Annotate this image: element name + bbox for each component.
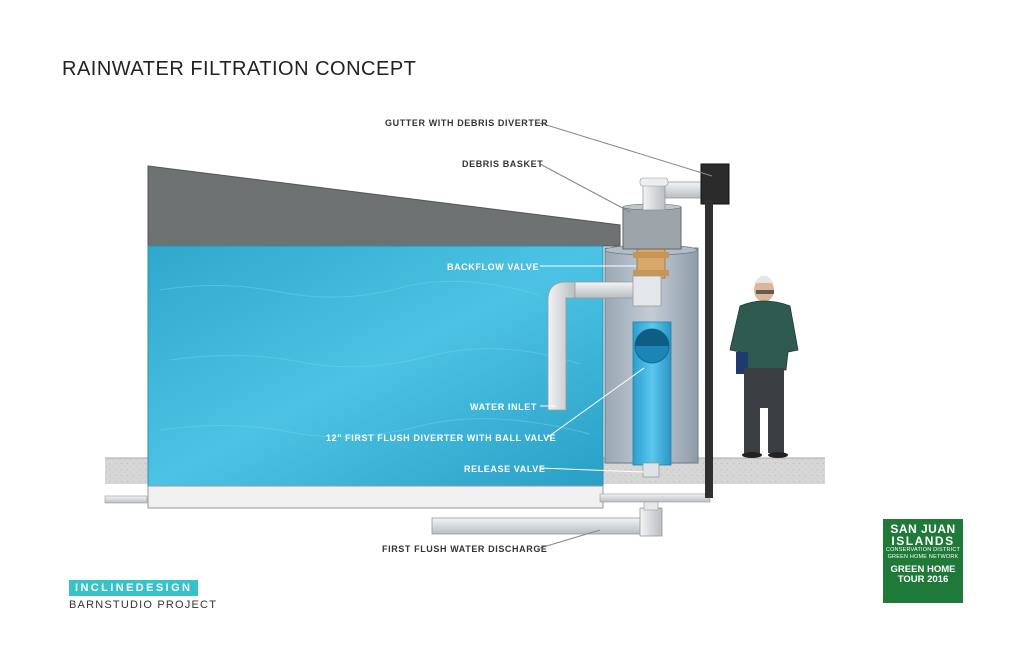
label-debris-basket: DEBRIS BASKET — [462, 159, 543, 169]
logo-project: BARNSTUDIO PROJECT — [69, 599, 218, 611]
leader-lines — [539, 122, 713, 549]
backflow-valve — [633, 247, 669, 279]
badge-line-5: GREEN HOME — [890, 564, 956, 575]
badge-line-1: SAN JUAN — [890, 522, 956, 536]
leader-diverter — [547, 367, 645, 438]
label-backflow-valve: BACKFLOW VALVE — [447, 262, 539, 272]
label-release-valve: RELEASE VALVE — [464, 464, 545, 474]
gutter-pipe — [639, 177, 704, 211]
label-water-inlet: WATER INLET — [470, 402, 537, 412]
badge-line-3: CONSERVATION DISTRICT — [885, 547, 961, 553]
label-gutter: GUTTER WITH DEBRIS DIVERTER — [385, 118, 548, 128]
green-home-tour-badge: SAN JUAN ISLANDS CONSERVATION DISTRICT G… — [883, 519, 963, 603]
label-discharge: FIRST FLUSH WATER DISCHARGE — [382, 544, 548, 554]
leader-release — [539, 467, 645, 473]
ball-valve — [634, 328, 670, 364]
gutter-post — [700, 163, 730, 498]
badge-line-4: GREEN HOME NETWORK — [887, 554, 959, 560]
roof — [147, 165, 621, 247]
leader-debris — [539, 163, 631, 213]
inlet-pipe — [547, 275, 662, 411]
discharge-pipe — [104, 493, 711, 537]
label-first-flush-diverter: 12" FIRST FLUSH DIVERTER WITH BALL VALVE — [326, 433, 556, 443]
logo-brand: INCLINEDESIGN — [69, 580, 199, 596]
person-figure — [729, 275, 799, 458]
leader-discharge — [539, 529, 601, 549]
badge-line-6: TOUR 2016 — [897, 574, 949, 585]
badge-line-2: ISLANDS — [891, 534, 955, 548]
leader-gutter — [539, 122, 713, 177]
debris-basket — [622, 203, 682, 250]
page-title: RAINWATER FILTRATION CONCEPT — [62, 58, 417, 80]
water-tank — [147, 245, 604, 509]
inclinedesign-logo: INCLINEDESIGN BARNSTUDIO PROJECT — [69, 578, 217, 611]
